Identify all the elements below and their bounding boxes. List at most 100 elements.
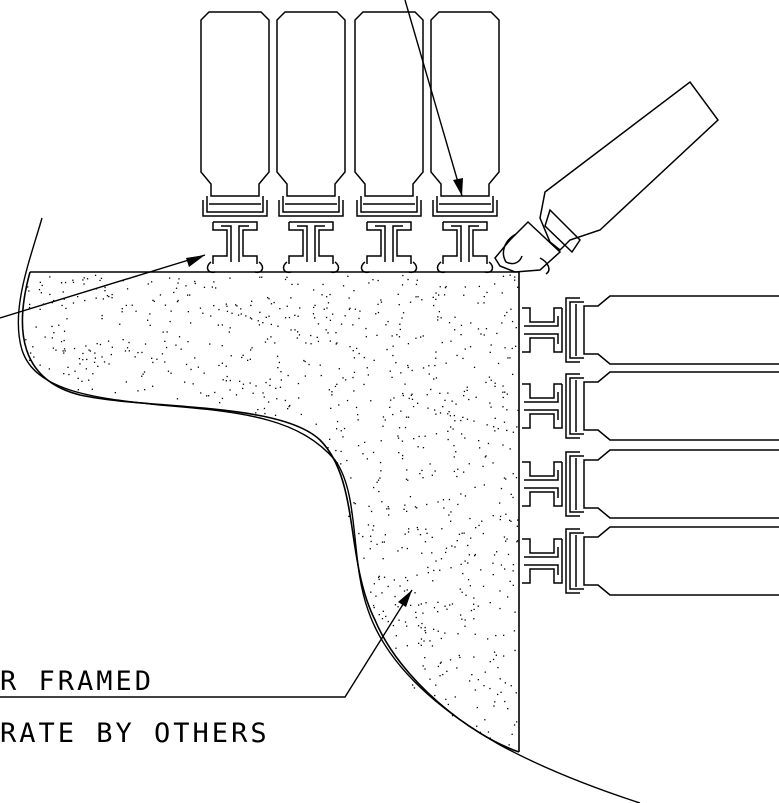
stipple-dot: [317, 340, 320, 343]
stipple-dot: [462, 357, 464, 360]
stipple-dot: [63, 352, 65, 354]
stipple-dot: [255, 412, 257, 414]
stipple-dot: [279, 386, 282, 388]
stipple-dot: [348, 308, 350, 311]
stipple-dot: [433, 628, 435, 630]
stipple-dot: [357, 445, 360, 447]
stipple-dot: [185, 285, 187, 287]
stipple-dot: [386, 508, 388, 510]
vertical-panel-1: [200, 11, 270, 274]
stipple-dot: [187, 341, 189, 343]
stipple-dot: [263, 396, 265, 398]
stipple-dot: [455, 403, 457, 405]
stipple-dot: [273, 301, 275, 304]
stipple-dot: [93, 361, 96, 363]
stipple-dot: [405, 576, 407, 579]
stipple-dot: [110, 353, 112, 356]
stipple-dot: [313, 306, 315, 309]
stipple-dot: [460, 334, 462, 336]
stipple-dot: [380, 301, 383, 303]
stipple-dot: [237, 314, 240, 316]
stipple-dot: [395, 647, 397, 649]
stipple-dot: [381, 541, 384, 543]
vertical-panel-4: [430, 11, 500, 274]
stipple-dot: [442, 499, 445, 501]
stipple-dot: [229, 277, 231, 279]
stipple-dot: [101, 318, 103, 320]
stipple-dot: [84, 299, 86, 302]
stipple-dot: [175, 287, 178, 289]
stipple-dot: [226, 305, 228, 307]
stipple-dot: [381, 592, 383, 594]
stipple-dot: [515, 345, 517, 347]
stipple-dot: [264, 341, 267, 343]
stipple-dot: [370, 535, 372, 537]
stipple-dot: [72, 281, 75, 283]
stipple-dot: [35, 326, 37, 328]
stipple-dot: [257, 320, 259, 322]
stipple-dot: [503, 421, 506, 423]
stipple-dot: [297, 315, 299, 317]
stipple-dot: [510, 308, 512, 310]
panel-channel: [565, 528, 584, 594]
stipple-dot: [453, 456, 455, 458]
stipple-dot: [297, 283, 299, 285]
stipple-dot: [487, 731, 490, 733]
stipple-dot: [460, 419, 462, 422]
stipple-dot: [294, 314, 296, 316]
stipple-dot: [385, 615, 387, 618]
stipple-dot: [328, 389, 330, 391]
stipple-dot: [399, 328, 401, 331]
stipple-dot: [444, 632, 446, 634]
stipple-dot: [511, 733, 513, 735]
stipple-dot: [111, 297, 113, 299]
stipple-dot: [73, 347, 76, 350]
stipple-dot: [214, 391, 216, 394]
stipple-dot: [270, 323, 272, 326]
stipple-dot: [388, 508, 390, 510]
stipple-dot: [513, 724, 516, 726]
stipple-dot: [373, 525, 375, 527]
stipple-dot: [284, 399, 286, 402]
stipple-dot: [510, 493, 512, 495]
stipple-dot: [329, 319, 332, 321]
stipple-dot: [29, 359, 31, 361]
stipple-dot: [462, 572, 464, 575]
panel-channel: [356, 196, 422, 217]
stipple-dot: [219, 402, 221, 404]
stipple-dot: [402, 392, 404, 395]
stipple-dot: [297, 331, 299, 333]
stipple-dot: [469, 346, 472, 348]
stipple-dot: [504, 700, 506, 703]
stipple-dot: [83, 277, 85, 279]
stipple-dot: [445, 362, 447, 364]
stipple-dot: [424, 541, 427, 543]
stipple-dot: [392, 413, 394, 416]
stipple-dot: [342, 285, 345, 287]
stipple-dot: [297, 382, 300, 385]
stipple-dot: [147, 283, 149, 285]
stipple-dot: [299, 307, 301, 309]
stipple-dot: [460, 324, 463, 326]
stipple-dot: [398, 304, 400, 306]
stipple-dot: [435, 351, 437, 353]
stipple-dot: [422, 335, 424, 337]
stipple-dot: [375, 313, 377, 315]
stipple-dot: [413, 438, 415, 440]
stipple-dot: [353, 371, 356, 373]
stipple-dot: [503, 477, 506, 479]
stipple-dot: [489, 602, 491, 604]
stipple-dot: [356, 347, 358, 350]
stipple-dot: [418, 642, 420, 644]
stipple-dot: [79, 363, 81, 365]
stipple-dot: [235, 304, 237, 306]
stipple-dot: [141, 375, 143, 377]
stipple-dot: [466, 389, 468, 391]
stipple-dot: [502, 385, 504, 387]
stipple-dot: [134, 356, 136, 358]
stipple-dot: [63, 330, 66, 332]
stipple-dot: [444, 287, 447, 289]
stipple-dot: [97, 365, 99, 367]
stipple-dot: [63, 373, 65, 375]
stipple-dot: [395, 635, 397, 637]
